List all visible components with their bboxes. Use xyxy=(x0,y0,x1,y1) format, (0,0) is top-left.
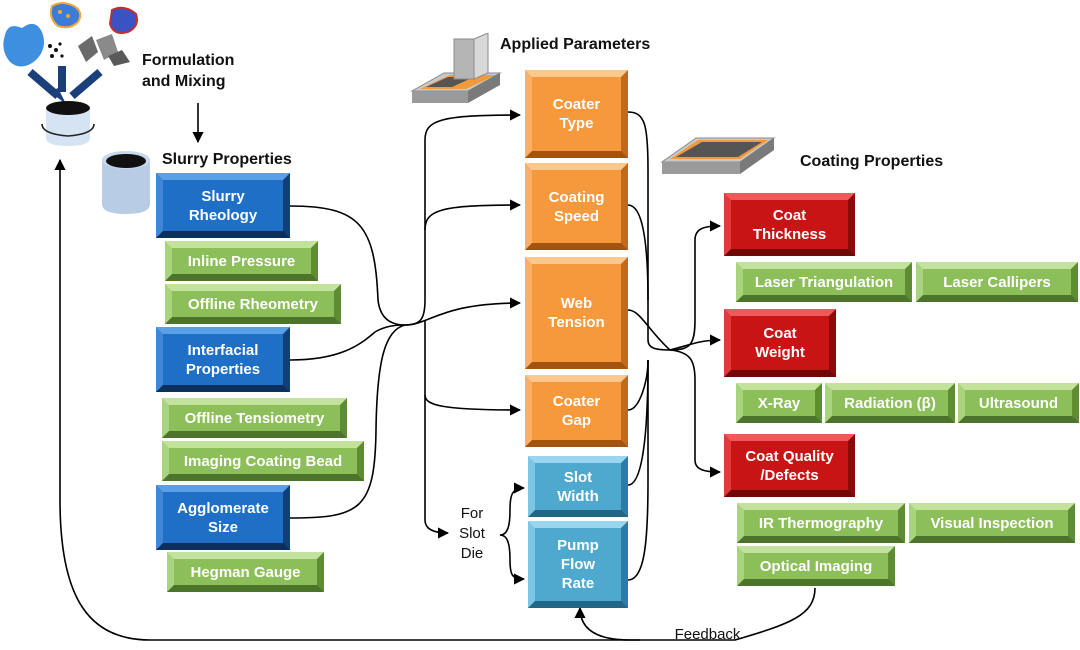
laser-triangulation-method: Laser Triangulation xyxy=(736,262,912,302)
pump-rate-connector xyxy=(627,360,649,581)
radiation-beta-method: Radiation (β) xyxy=(825,383,955,423)
ir-thermography-method: IR Thermography xyxy=(737,503,905,543)
feedback-label: Feedback xyxy=(674,626,741,643)
coater-type-box: Coater Type xyxy=(525,70,628,158)
rheology-connector xyxy=(289,205,406,326)
pump-flow-rate-box: Pump Flow Rate xyxy=(528,521,628,608)
offline-tensiometry-method: Offline Tensiometry xyxy=(162,398,347,438)
slurry-container-icon xyxy=(102,151,150,214)
coating-heading: Coating Properties xyxy=(800,153,944,170)
coat-thickness-box: Coat Thickness xyxy=(724,193,855,256)
coat-quality-defects-box: Coat Quality /Defects xyxy=(724,434,855,497)
coater-gap-connector xyxy=(627,359,649,411)
slot-die-coater-icon xyxy=(410,33,502,103)
merge-to-weight xyxy=(669,334,722,351)
laser-callipers-method: Laser Callipers xyxy=(916,262,1078,302)
slot-width-box: Slot Width xyxy=(528,456,628,517)
hegman-gauge-method: Hegman Gauge xyxy=(167,552,324,592)
interfacial-connector xyxy=(289,324,406,361)
imaging-coating-bead-method: Imaging Coating Bead xyxy=(162,441,364,481)
merge-to-quality xyxy=(669,349,722,478)
offline-rheometry-method: Offline Rheometry xyxy=(165,284,341,324)
feedback-to-pump-arrow xyxy=(574,587,816,641)
agglomerate-size-box: Agglomerate Size xyxy=(156,485,290,550)
coating-speed-connector xyxy=(627,204,649,301)
coating-speed-box: Coating Speed xyxy=(525,163,628,250)
coated-foil-icon xyxy=(660,137,776,174)
slurry-rheology-box: Slurry Rheology xyxy=(156,173,290,238)
applied-heading: Applied Parameters xyxy=(500,36,651,53)
slot-die-note: For Slot Die xyxy=(459,505,485,562)
formulation-heading: Formulation and Mixing xyxy=(142,52,235,90)
inline-pressure-method: Inline Pressure xyxy=(165,241,318,281)
optical-imaging-method: Optical Imaging xyxy=(737,546,895,586)
ultrasound-method: Ultrasound xyxy=(958,383,1079,423)
merge-to-coating-speed xyxy=(424,199,522,231)
web-tension-connector xyxy=(627,309,671,351)
visual-inspection-method: Visual Inspection xyxy=(909,503,1075,543)
coat-weight-box: Coat Weight xyxy=(724,309,836,377)
coater-gap-box: Coater Gap xyxy=(525,375,628,447)
x-ray-method: X-Ray xyxy=(736,383,822,423)
slot-width-connector xyxy=(627,359,649,486)
feedback-to-formulation-arrow xyxy=(54,158,640,641)
merge-to-slot-die xyxy=(424,395,450,539)
slurry-heading: Slurry Properties xyxy=(162,151,292,168)
merge-to-thickness xyxy=(669,220,722,351)
coater-type-connector xyxy=(627,111,671,351)
powder-ingredients-icon xyxy=(3,2,138,104)
web-tension-box: Web Tension xyxy=(525,257,628,369)
merge-to-coater-type xyxy=(404,109,522,326)
interfacial-properties-box: Interfacial Properties xyxy=(156,327,290,392)
slot-die-brace-bottom xyxy=(499,534,526,585)
agglomerate-connector xyxy=(289,324,406,519)
merge-to-coater-gap xyxy=(424,320,522,416)
mixing-beaker-icon xyxy=(41,101,95,146)
merge-to-web-tension xyxy=(404,297,522,326)
slot-die-brace-top xyxy=(499,482,526,536)
